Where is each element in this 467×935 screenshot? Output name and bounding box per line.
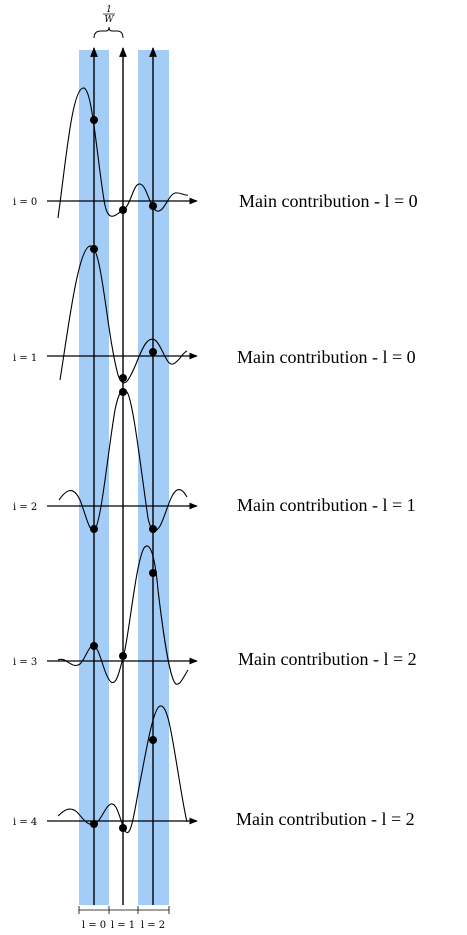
row-index-label: i = 3 [13, 657, 37, 668]
main-contribution-label: Main contribution - l = 2 [236, 809, 415, 829]
row-0: i = 0 Main contribution - l = 0 [13, 87, 418, 219]
brace-1-over-w: 1 W [93, 5, 124, 39]
sinc-curve [57, 705, 188, 833]
sample-point [119, 652, 127, 660]
row-4: i = 4 Main contribution - l = 2 [13, 705, 415, 833]
sample-point [149, 569, 157, 577]
sample-point [119, 374, 127, 382]
sample-point [119, 206, 127, 214]
sample-point [90, 820, 98, 828]
main-contribution-label: Main contribution - l = 1 [237, 495, 416, 515]
row-1: i = 1 Main contribution - l = 0 [13, 245, 416, 384]
sample-point [119, 824, 127, 832]
main-contribution-label: Main contribution - l = 2 [238, 649, 417, 669]
sample-point [90, 245, 98, 253]
bottom-label-l1: l = 1 [111, 920, 135, 931]
row-index-label: i = 4 [13, 817, 37, 828]
sample-point [90, 642, 98, 650]
sample-point [149, 736, 157, 744]
row-3: i = 3 Main contribution - l = 2 [13, 545, 417, 685]
row-index-label: i = 1 [13, 353, 37, 364]
bottom-label-l2: l = 2 [141, 920, 165, 931]
row-2: i = 2 Main contribution - l = 1 [13, 388, 416, 533]
sample-point [149, 348, 157, 356]
brace-numerator: 1 [106, 5, 112, 15]
sample-point [90, 525, 98, 533]
main-contribution-label: Main contribution - l = 0 [239, 191, 418, 211]
bottom-scale: l = 0 l = 1 l = 2 [78, 906, 170, 931]
row-index-label: i = 0 [13, 197, 37, 208]
main-contribution-label: Main contribution - l = 0 [237, 347, 416, 367]
sinc-curve [59, 245, 188, 384]
sinc-curve [57, 545, 189, 685]
sample-point [149, 525, 157, 533]
row-index-label: i = 2 [13, 502, 37, 513]
sample-point [149, 202, 157, 210]
sample-point [90, 116, 98, 124]
bottom-label-l0: l = 0 [82, 920, 106, 931]
brace-denominator: W [104, 15, 114, 25]
sample-point [119, 388, 127, 396]
